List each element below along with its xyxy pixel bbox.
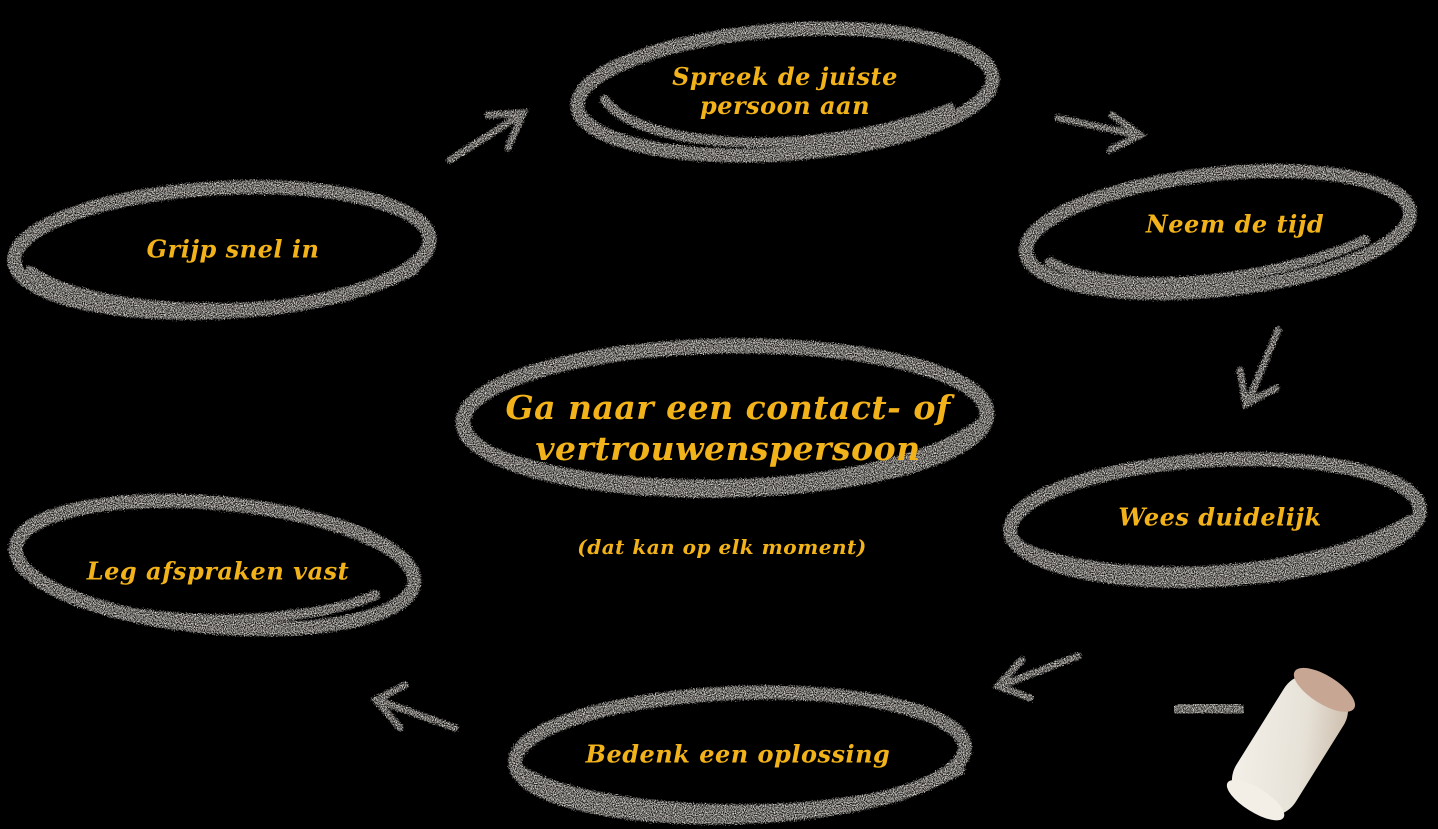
step-tijd-label: Neem de tijd: [1146, 211, 1324, 240]
center-line1: Ga naar een contact- of: [505, 387, 950, 428]
step-oplossing-label: Bedenk een oplossing: [586, 741, 891, 770]
center-line2: vertrouwenspersoon: [505, 428, 950, 469]
chalk-arrow-icon: [376, 685, 455, 728]
step-spreek-line2: persoon aan: [672, 92, 898, 121]
chalk-arrow-icon: [1058, 115, 1140, 150]
chalk-arrow-icon: [1240, 330, 1278, 404]
step-grijp-label: Grijp snel in: [147, 236, 320, 265]
chalk-stick-icon: [1180, 659, 1362, 828]
step-duidelijk-label: Wees duidelijk: [1118, 504, 1321, 533]
center-note: (dat kan op elk moment): [577, 535, 867, 559]
center-label: Ga naar een contact- of vertrouwensperso…: [505, 387, 950, 470]
step-spreek-label: Spreek de juiste persoon aan: [672, 63, 898, 121]
chalk-arrow-icon: [450, 113, 523, 160]
step-afspraken-label: Leg afspraken vast: [87, 558, 349, 587]
step-spreek-line1: Spreek de juiste: [672, 63, 898, 92]
chalk-arrow-icon: [998, 656, 1078, 698]
